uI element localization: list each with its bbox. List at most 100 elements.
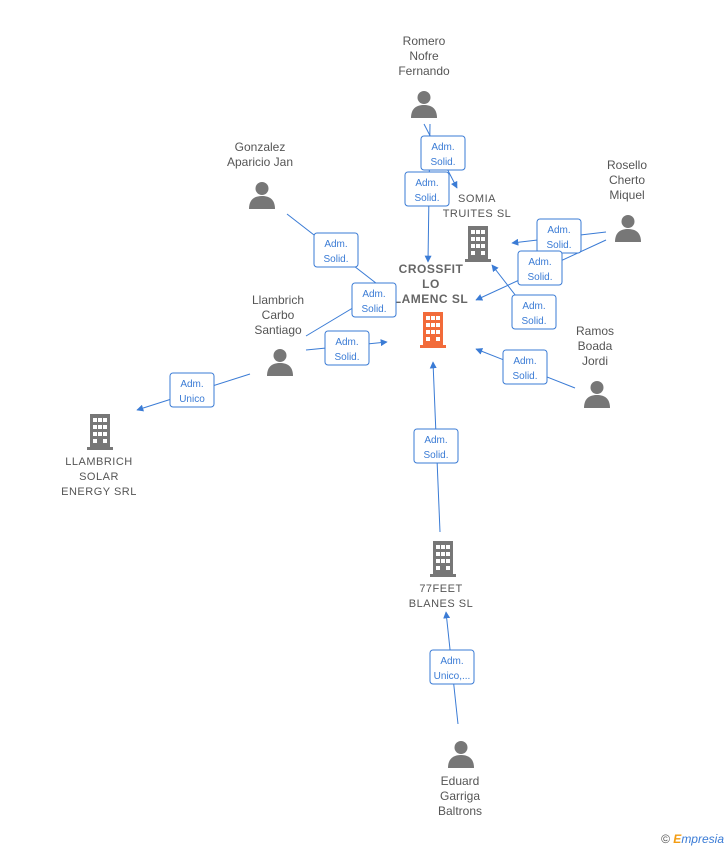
node-feet[interactable]: 77FEET BLANES SL [409,541,473,610]
node-label-line: LO [422,277,440,291]
node-label-line: Carbo [262,308,295,322]
copyright-icon: © [661,832,670,846]
building-icon [430,541,456,577]
relation-label-text: Adm. [431,142,454,153]
person-icon [249,182,275,209]
relation-label-text: Solid. [423,450,448,461]
node-label-line: Eduard [441,774,480,788]
relation-label[interactable]: Adm. Unico,... [429,649,475,685]
brand-logo-text: mpresia [681,832,724,846]
building-icon [420,312,446,348]
node-label-line: Santiago [254,323,302,337]
relation-label-box [324,330,370,366]
relation-label-text: Adm. [415,178,438,189]
relation-label-text: Solid. [334,352,359,363]
relation-label-text: Solid. [323,254,348,265]
node-label-line: SOMIA [458,193,496,205]
node-label-line: ENERGY SRL [61,486,137,498]
relation-label-text: Unico,... [434,671,471,682]
relation-label-text: Adm. [522,301,545,312]
node-label-line: Miquel [609,188,644,202]
relation-label-box [429,649,475,685]
building-icon [87,414,113,450]
relation-label-box [169,372,215,408]
node-somia[interactable]: SOMIA TRUITES SL [443,193,512,262]
relation-label-box [351,282,397,318]
node-label-line: Ramos [576,324,614,338]
person-icon [448,741,474,768]
relation-label-text: Solid. [521,316,546,327]
relation-label-text: Adm. [335,337,358,348]
relation-label-text: Adm. [440,656,463,667]
person-icon [615,215,641,242]
relation-label[interactable]: Adm. Solid. [502,349,548,385]
relation-label-box [420,135,466,171]
relation-label[interactable]: Adm. Solid. [351,282,397,318]
node-label-line: Rosello [607,158,647,172]
node-label-line: Cherto [609,173,645,187]
relation-label-text: Solid. [546,240,571,251]
relation-label-text: Solid. [512,371,537,382]
node-llambrich_c[interactable]: LLAMBRICH SOLAR ENERGY SRL [61,414,137,498]
person-icon [267,349,293,376]
node-label-line: Gonzalez [235,140,286,154]
node-label-line: LAMENC SL [394,292,469,306]
relation-label-text: Unico [179,394,205,405]
relation-label[interactable]: Adm. Solid. [420,135,466,171]
node-label-line: 77FEET [419,583,462,595]
relation-label-box [404,171,450,207]
node-label-line: Fernando [398,64,450,78]
relation-label-text: Solid. [361,304,386,315]
relation-label-text: Adm. [528,257,551,268]
relation-label[interactable]: Adm. Solid. [413,428,459,464]
brand-footer[interactable]: © Empresia [661,832,724,846]
node-label-line: Romero [403,34,446,48]
relation-label-box [413,428,459,464]
node-label-line: Jordi [582,354,608,368]
person-icon [411,91,437,118]
relation-label-text: Solid. [430,157,455,168]
person-icon [584,381,610,408]
relation-label-text: Adm. [362,289,385,300]
relation-label-text: Solid. [527,272,552,283]
node-label-line: Nofre [409,49,439,63]
relation-label[interactable]: Adm. Solid. [536,218,582,254]
node-label-line: Boada [578,339,613,353]
relation-label-text: Adm. [547,225,570,236]
relation-label-text: Adm. [513,356,536,367]
node-label-line: BLANES SL [409,598,473,610]
relation-label-text: Adm. [180,379,203,390]
node-label-line: Baltrons [438,804,482,818]
relation-label[interactable]: Adm. Solid. [511,294,557,330]
node-label-line: SOLAR [79,471,119,483]
relation-label-box [517,250,563,286]
node-label-line: LLAMBRICH [65,456,132,468]
relation-label[interactable]: Adm. Solid. [313,232,359,268]
brand-logo-initial: E [673,832,682,846]
building-icon [465,226,491,262]
node-label-line: Llambrich [252,293,304,307]
relation-label[interactable]: Adm. Solid. [404,171,450,207]
relation-label-box [502,349,548,385]
node-label-line: Garriga [440,789,480,803]
relation-label-box [313,232,359,268]
relation-label-box [511,294,557,330]
relation-label[interactable]: Adm. Solid. [324,330,370,366]
relation-label-text: Solid. [414,193,439,204]
node-label-line: TRUITES SL [443,208,512,220]
relation-label[interactable]: Adm. Solid. [517,250,563,286]
node-label-line: Aparicio Jan [227,155,293,169]
relation-label-text: Adm. [324,239,347,250]
relation-label[interactable]: Adm. Unico [169,372,215,408]
relation-label-text: Adm. [424,435,447,446]
node-label-line: CROSSFIT [399,262,464,276]
